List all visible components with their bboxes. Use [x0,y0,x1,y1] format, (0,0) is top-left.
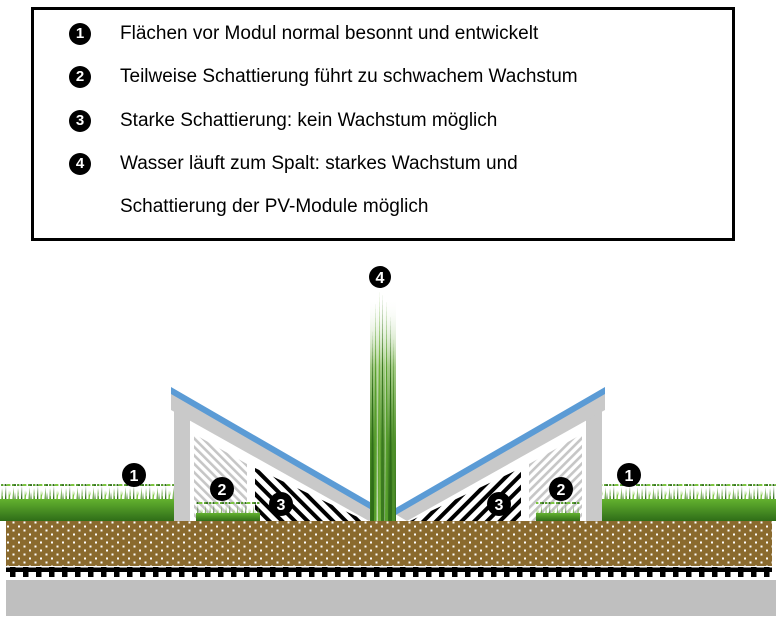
module-support-post-left [174,400,190,521]
pv-module-left [171,387,382,521]
module-panel-frame-right [395,393,605,521]
tall-grass-zone4 [370,290,396,521]
legend-text-1: Flächen vor Modul normal besonnt und ent… [120,23,539,44]
tall-grass-blade [381,293,384,521]
grass-fringe [0,484,176,502]
grass-zone1-right [600,484,776,521]
badge-number: 2 [557,482,566,499]
zone2-partial-shade-right [529,434,582,521]
legend-item-2: 2 Teilweise Schattierung führt zu schwac… [34,65,578,89]
legend-item-3: 3 Starke Schattierung: kein Wachstum mög… [34,109,497,133]
tall-grass-highlight [376,300,378,521]
legend-box: 1 Flächen vor Modul normal besonnt und e… [31,7,735,241]
tall-grass-blade [371,330,374,521]
tall-grass-blade [374,302,377,521]
badge-circle [549,477,573,501]
tall-grass-blade [389,315,392,521]
legend-item-1: 1 Flächen vor Modul normal besonnt und e… [34,22,538,46]
legend-badge-2: 2 [69,66,91,88]
badge-circle [617,463,641,487]
tall-grass-blade [378,290,381,521]
pv-glass-surface-left [171,387,382,516]
zone-badge-2-left: 2 [210,477,234,501]
module-panel-frame-left [171,393,381,521]
zone-badge-2-right: 2 [549,477,573,501]
zone-badge-1-right: 1 [617,463,641,487]
grass-base [0,499,176,521]
legend-text-3: Starke Schattierung: kein Wachstum mögli… [120,110,498,131]
pv-module-right [394,387,605,521]
grass-base [536,513,580,521]
zone-badge-4-center: 4 [369,266,391,288]
weak-grass-tuft-left [196,502,260,521]
grass-fringe [600,484,776,502]
legend-text-4-continued: Schattierung der PV-Module möglich [120,196,429,217]
legend-item-4-line2: Schattierung der PV-Module möglich [34,195,428,219]
badge-circle [269,492,293,516]
badge-number: 1 [625,468,634,485]
badge-circle [122,463,146,487]
grass-base [196,513,260,521]
badge-circle [487,492,511,516]
legend-badge-3: 3 [69,110,91,132]
substrate-layer [6,521,772,566]
module-support-post-right [586,400,602,521]
legend-item-4: 4 Wasser läuft zum Spalt: starkes Wachst… [34,152,518,176]
roof-deck-layer [6,580,776,616]
badge-number: 4 [376,270,385,287]
badge-circle [210,477,234,501]
tall-grass-blade [385,300,388,521]
pv-glass-surface-right [394,387,605,516]
zone-badge-3-left: 3 [269,492,293,516]
tall-grass-blade [392,338,395,521]
legend-badge-1: 1 [69,23,91,45]
legend-text-2: Teilweise Schattierung führt zu schwache… [120,66,578,87]
badge-number: 2 [218,482,227,499]
zone-badge-3-right: 3 [487,492,511,516]
grass-base [600,499,776,521]
badge-circle [369,266,391,288]
drainage-band-layer [6,567,772,577]
zone-badge-1-left: 1 [122,463,146,487]
legend-text-4: Wasser läuft zum Spalt: starkes Wachstum… [120,153,518,174]
grass-zone1-left [0,484,176,521]
badge-number: 3 [277,497,286,514]
weak-grass-tuft-right [536,502,580,521]
badge-number: 3 [495,497,504,514]
legend-badge-4: 4 [69,153,91,175]
badge-number: 1 [130,468,139,485]
